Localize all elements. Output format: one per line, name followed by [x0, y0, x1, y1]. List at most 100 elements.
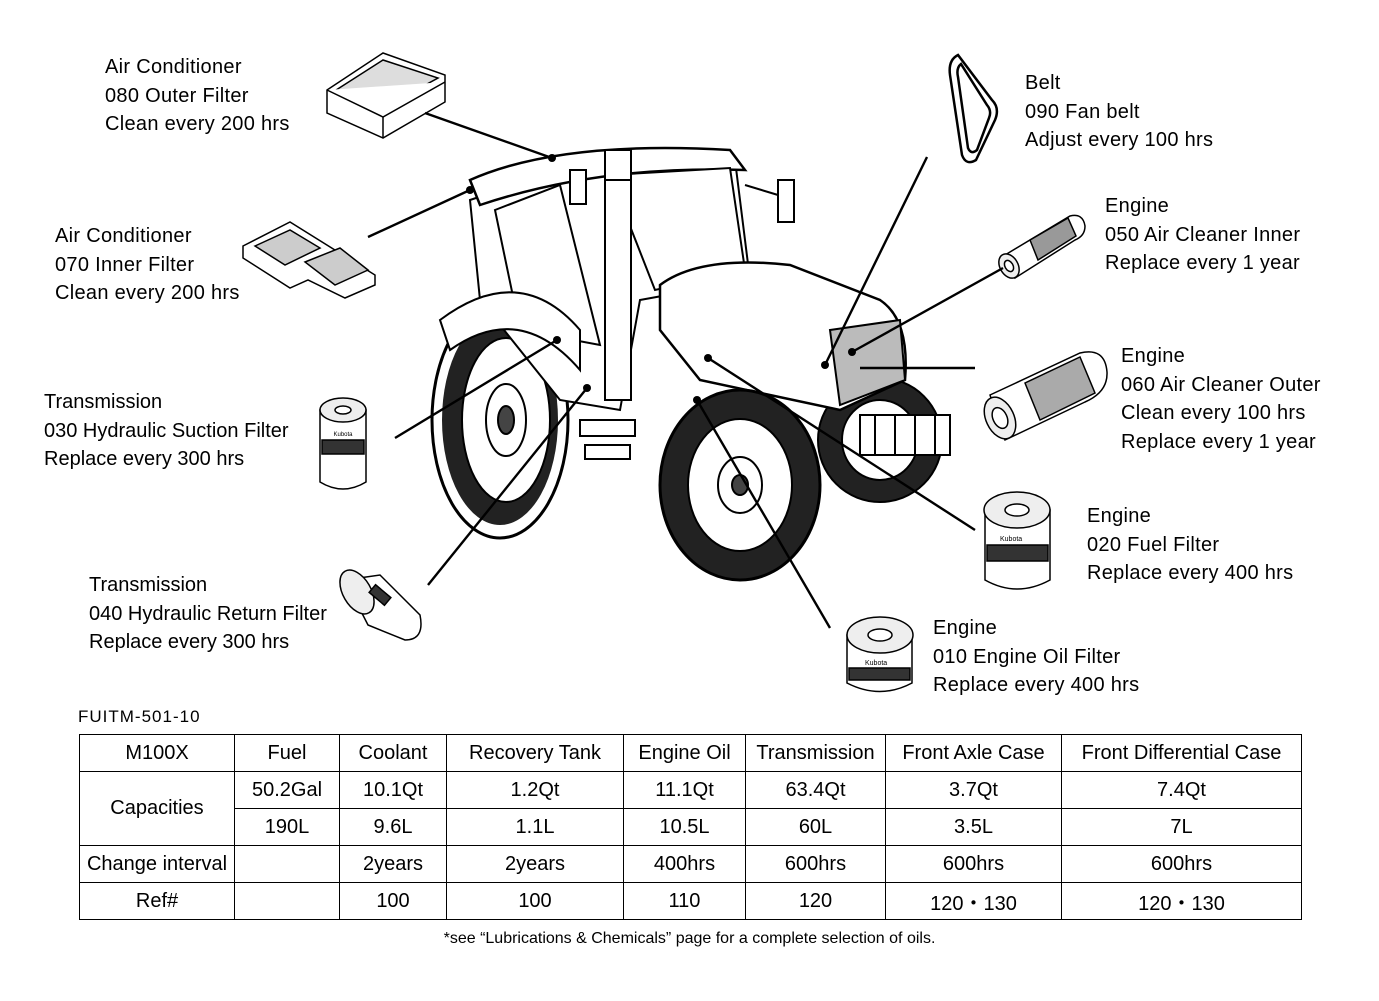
table-cell: 600hrs	[1061, 845, 1302, 883]
table-cell: 9.6L	[339, 808, 447, 846]
suction-filter-image: Kubota	[319, 397, 367, 490]
leader-lines	[367, 111, 1004, 629]
table-cell: 1.1L	[446, 808, 624, 846]
row-label-change-interval: Change interval	[79, 845, 235, 883]
table-cell: 100	[339, 882, 447, 920]
callout-interval: Replace every 1 year	[1105, 252, 1300, 274]
callout-transmission-suction-filter: Transmission 030 Hydraulic Suction Filte…	[44, 388, 289, 474]
callout-part: 090 Fan belt	[1025, 100, 1140, 123]
table-cell: 600hrs	[885, 845, 1062, 883]
outer-filter-image	[326, 52, 446, 139]
callout-part: 050 Air Cleaner Inner	[1105, 223, 1301, 246]
table-row: Capacities 50.2Gal 10.1Qt 1.2Qt 11.1Qt 6…	[79, 771, 1302, 846]
table-header-row: M100X Fuel Coolant Recovery Tank Engine …	[79, 734, 1302, 772]
callout-category: Engine	[933, 617, 998, 639]
callout-interval: Replace every 300 hrs	[44, 448, 245, 470]
table-row: Ref# 100 100 110 120 120・130 120・130	[79, 882, 1302, 920]
table-header-cell: Transmission	[745, 734, 886, 772]
table-cell: 11.1Qt	[623, 771, 746, 809]
engine-oil-filter-image: Kubota	[846, 616, 914, 693]
callout-category: Air Conditioner	[105, 56, 242, 78]
callout-part: 030 Hydraulic Suction Filter	[44, 419, 289, 442]
table-cell: 7L	[1061, 808, 1302, 846]
table-cell: 2years	[446, 845, 624, 883]
callout-interval: Adjust every 100 hrs	[1025, 129, 1214, 151]
callout-category: Air Conditioner	[55, 225, 192, 247]
callout-interval: Replace every 1 year	[1121, 430, 1316, 453]
table-cell: 50.2Gal	[234, 771, 340, 809]
callout-air-cleaner-outer: Engine 060 Air Cleaner Outer Clean every…	[1121, 342, 1321, 456]
table-cell: 10.1Qt	[339, 771, 447, 809]
callout-air-conditioner-inner-filter: Air Conditioner 070 Inner Filter Clean e…	[55, 222, 240, 308]
table-cell: 10.5L	[623, 808, 746, 846]
fuel-filter-image: Kubota	[983, 491, 1051, 590]
leader-dots	[466, 154, 856, 404]
table-row: Change interval 2years 2years 400hrs 600…	[79, 845, 1302, 883]
table-cell: 400hrs	[623, 845, 746, 883]
callout-interval: Replace every 400 hrs	[933, 674, 1140, 696]
table-cell: 120・130	[885, 882, 1062, 920]
table-cell: 63.4Qt	[745, 771, 886, 809]
table-header-cell: Front Differential Case	[1061, 734, 1302, 772]
inner-filter-image	[242, 221, 376, 299]
table-header-cell: Front Axle Case	[885, 734, 1062, 772]
callout-part: 010 Engine Oil Filter	[933, 645, 1121, 668]
callout-interval: Replace every 300 hrs	[89, 631, 290, 653]
callout-interval: Replace every 400 hrs	[1087, 562, 1294, 584]
table-cell: 190L	[234, 808, 340, 846]
callout-engine-oil-filter: Engine 010 Engine Oil Filter Replace eve…	[933, 614, 1139, 700]
callout-fuel-filter: Engine 020 Fuel Filter Replace every 400…	[1087, 502, 1293, 588]
filter-brand-label: Kubota	[333, 432, 353, 438]
table-cell	[234, 845, 340, 883]
table-cell: 7.4Qt	[1061, 771, 1302, 809]
table-cell: 100	[446, 882, 624, 920]
tractor-illustration	[430, 146, 951, 582]
table-header-cell: Coolant	[339, 734, 447, 772]
table-cell: 120・130	[1061, 882, 1302, 920]
filter-brand-label: Kubota	[1000, 536, 1022, 543]
table-header-cell: Fuel	[234, 734, 340, 772]
callout-part: 080 Outer Filter	[105, 84, 249, 107]
callout-category: Engine	[1087, 505, 1152, 527]
table-header-cell: M100X	[79, 734, 235, 772]
air-cleaner-inner-image	[998, 214, 1086, 280]
belt-image	[948, 53, 999, 164]
callout-category: Engine	[1121, 345, 1186, 367]
callout-part: 060 Air Cleaner Outer	[1121, 373, 1321, 396]
callout-part: 070 Inner Filter	[55, 253, 195, 276]
table-cell: 2years	[339, 845, 447, 883]
row-label-capacities: Capacities	[79, 771, 235, 846]
row-label-ref: Ref#	[79, 882, 235, 920]
callout-interval: Clean every 200 hrs	[105, 113, 290, 135]
return-filter-image	[339, 569, 422, 641]
air-cleaner-outer-image	[983, 351, 1108, 442]
tractor-maintenance-diagram: Kubota Kubota Kubota	[242, 52, 1108, 693]
callout-air-cleaner-inner: Engine 050 Air Cleaner Inner Replace eve…	[1105, 192, 1300, 278]
footnote: *see “Lubrications & Chemicals” page for…	[443, 930, 936, 947]
callout-category: Transmission	[44, 391, 163, 413]
callout-part: 020 Fuel Filter	[1087, 533, 1220, 556]
callout-category: Engine	[1105, 195, 1170, 217]
table-cell: 120	[745, 882, 886, 920]
callout-interval: Clean every 100 hrs	[1121, 402, 1306, 424]
table-cell: 110	[623, 882, 746, 920]
filter-brand-label: Kubota	[865, 660, 887, 667]
callout-transmission-return-filter: Transmission 040 Hydraulic Return Filter…	[89, 571, 327, 657]
table-cell: 3.5L	[885, 808, 1062, 846]
table-cell	[234, 882, 340, 920]
capacities-table: M100X Fuel Coolant Recovery Tank Engine …	[79, 734, 1302, 920]
table-header-cell: Recovery Tank	[446, 734, 624, 772]
callout-fan-belt: Belt 090 Fan belt Adjust every 100 hrs	[1025, 69, 1213, 155]
callout-category: Belt	[1025, 72, 1061, 94]
document-code: FUITM-501-10	[78, 707, 201, 726]
table-row: 190L 9.6L 1.1L 10.5L 60L 3.5L 7L	[80, 808, 1302, 846]
callout-category: Transmission	[89, 574, 208, 596]
table-cell: 3.7Qt	[885, 771, 1062, 809]
callout-air-conditioner-outer-filter: Air Conditioner 080 Outer Filter Clean e…	[105, 53, 290, 139]
callout-part: 040 Hydraulic Return Filter	[89, 602, 327, 625]
callout-interval: Clean every 200 hrs	[55, 282, 240, 304]
table-cell: 600hrs	[745, 845, 886, 883]
table-cell: 1.2Qt	[446, 771, 624, 809]
table-header-cell: Engine Oil	[623, 734, 746, 772]
table-cell: 60L	[745, 808, 886, 846]
